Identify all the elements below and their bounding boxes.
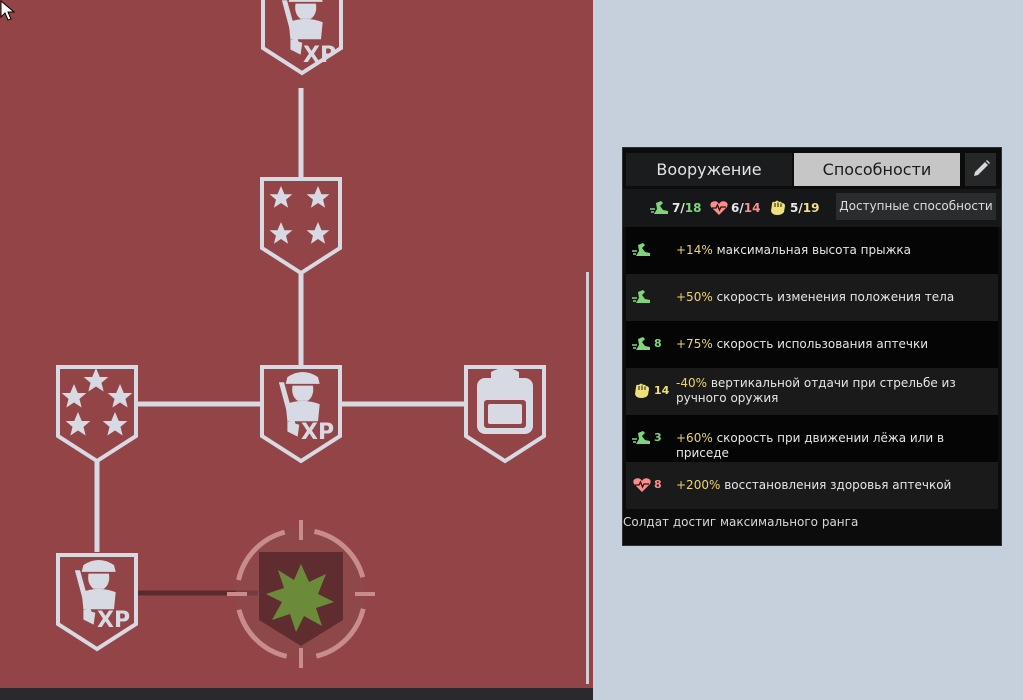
stat-vitality-current: 6 <box>731 201 740 215</box>
tab-weapons[interactable]: Вооружение <box>626 153 792 186</box>
ability-text: скорость при движении лёжа или в приседе <box>676 431 945 460</box>
status-message: Солдат достиг максимального ранга <box>623 515 859 529</box>
ability-row: 8 +200% восстановления здоровья аптечкой <box>626 462 998 509</box>
ability-text: максимальная высота прыжка <box>716 243 911 257</box>
ability-level: 3 <box>654 431 662 444</box>
agility-icon <box>632 337 650 350</box>
stat-strength-separator: / <box>798 201 803 215</box>
ability-level: 8 <box>654 478 662 491</box>
svg-text:XP: XP <box>301 420 334 445</box>
ability-value: +14% <box>676 243 713 257</box>
agility-icon <box>632 290 650 303</box>
ability-text: скорость использования аптечки <box>716 337 929 351</box>
ability-row: +14% максимальная высота прыжка <box>626 227 998 274</box>
ability-list: +14% максимальная высота прыжка +50% ско… <box>626 227 998 509</box>
ability-value: +50% <box>676 290 713 304</box>
ability-row: +50% скорость изменения положения тела <box>626 274 998 321</box>
stat-strength-max: 19 <box>802 201 820 215</box>
ability-description: +50% скорость изменения положения тела <box>676 290 992 305</box>
mouse-cursor-icon <box>0 0 16 21</box>
ability-level: 14 <box>654 384 670 397</box>
agility-icon <box>632 243 650 256</box>
heart-icon <box>633 478 651 492</box>
fist-icon <box>771 200 785 215</box>
ability-text: вертикальной отдачи при стрельбе из ручн… <box>676 376 956 405</box>
ability-level: 8 <box>654 337 662 350</box>
stat-agility: 7/18 <box>650 200 706 216</box>
stats-bar: 7/18 6/14 5/19 Доступные способности <box>623 189 1001 227</box>
fist-icon <box>635 383 649 398</box>
available-abilities-button[interactable]: Доступные способности <box>836 193 996 220</box>
stat-agility-current: 7 <box>672 201 681 215</box>
node-xp-center[interactable]: XP <box>260 365 342 463</box>
ability-value: +200% <box>676 478 721 492</box>
node-explosion[interactable] <box>227 520 375 668</box>
node-five-stars[interactable] <box>56 365 138 463</box>
stat-agility-separator: / <box>680 201 685 215</box>
pencil-icon <box>974 160 990 176</box>
ability-description: +14% максимальная высота прыжка <box>676 243 992 258</box>
stat-strength-current: 5 <box>790 201 799 215</box>
stat-vitality-separator: / <box>739 201 744 215</box>
agility-icon <box>632 431 650 444</box>
ability-description: +200% восстановления здоровья аптечкой <box>676 478 992 493</box>
ability-text: восстановления здоровья аптечкой <box>724 478 952 492</box>
svg-text:XP: XP <box>97 608 130 633</box>
tree-connectors <box>94 88 466 552</box>
ability-description: +75% скорость использования аптечки <box>676 337 992 352</box>
ability-row: 8 +75% скорость использования аптечки <box>626 321 998 368</box>
skill-tree-graph: XP XP <box>56 0 546 668</box>
node-four-stars[interactable] <box>260 177 342 275</box>
stat-agility-max: 18 <box>684 201 702 215</box>
ability-value: +75% <box>676 337 713 351</box>
ability-value: +60% <box>676 431 713 445</box>
skill-tree-scrollbar[interactable] <box>586 272 589 684</box>
skill-tree: XP XP <box>0 0 593 700</box>
ability-row: 14 -40% вертикальной отдачи при стрельбе… <box>626 368 998 415</box>
tab-abilities[interactable]: Способности <box>794 153 960 186</box>
ability-value: -40% <box>676 376 708 390</box>
ability-row: 3 +60% скорость при движении лёжа или в … <box>626 415 998 462</box>
stat-vitality-max: 14 <box>743 201 761 215</box>
ability-description: -40% вертикальной отдачи при стрельбе из… <box>676 376 992 406</box>
stat-vitality: 6/14 <box>709 200 765 216</box>
soldier-panel: Вооружение Способности 7/18 6/14 <box>622 147 1002 546</box>
ability-text: скорость изменения положения тела <box>716 290 955 304</box>
edit-button[interactable] <box>965 153 996 186</box>
node-xp-bottom[interactable]: XP <box>56 553 138 651</box>
stat-strength: 5/19 <box>768 200 824 216</box>
ability-description: +60% скорость при движении лёжа или в пр… <box>676 431 992 461</box>
node-xp-top[interactable]: XP <box>261 0 343 75</box>
node-backpack[interactable] <box>464 365 546 463</box>
agility-icon <box>650 201 668 214</box>
heart-icon <box>710 201 728 215</box>
svg-text:XP: XP <box>303 43 336 68</box>
